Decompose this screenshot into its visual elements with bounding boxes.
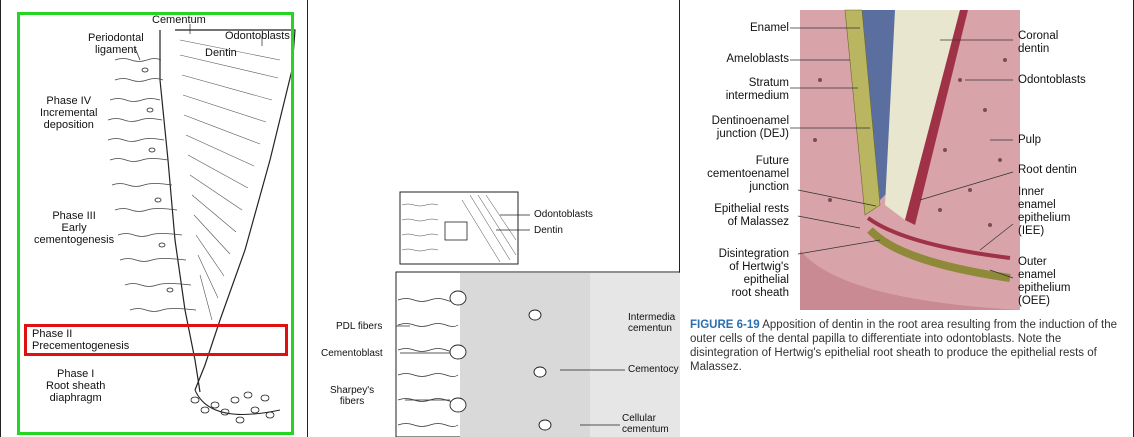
label-pulp: Pulp xyxy=(1018,134,1041,147)
label-root-dentin: Root dentin xyxy=(1018,164,1077,177)
label-oee: Outer enamel epithelium (OEE) xyxy=(1018,256,1070,308)
figure-caption: FIGURE 6-19 Apposition of dentin in the … xyxy=(690,318,1122,374)
label-iee: Inner enamel epithelium (IEE) xyxy=(1018,186,1070,238)
label-stratum-intermedium: Stratum intermedium xyxy=(726,77,789,103)
label-hertwig: Disintegration of Hertwig's epithelial r… xyxy=(719,248,789,300)
label-future-cej: Future cementoenamel junction xyxy=(707,155,789,194)
label-ameloblasts: Ameloblasts xyxy=(726,53,789,66)
label-enamel: Enamel xyxy=(750,22,789,35)
label-dej: Dentinoenamel junction (DEJ) xyxy=(712,115,789,141)
label-epithelial-rests: Epithelial rests of Malassez xyxy=(714,203,789,229)
caption-figure-number: FIGURE 6-19 xyxy=(690,319,760,331)
label-odontoblasts-right: Odontoblasts xyxy=(1018,74,1086,87)
label-coronal-dentin: Coronal dentin xyxy=(1018,30,1058,56)
